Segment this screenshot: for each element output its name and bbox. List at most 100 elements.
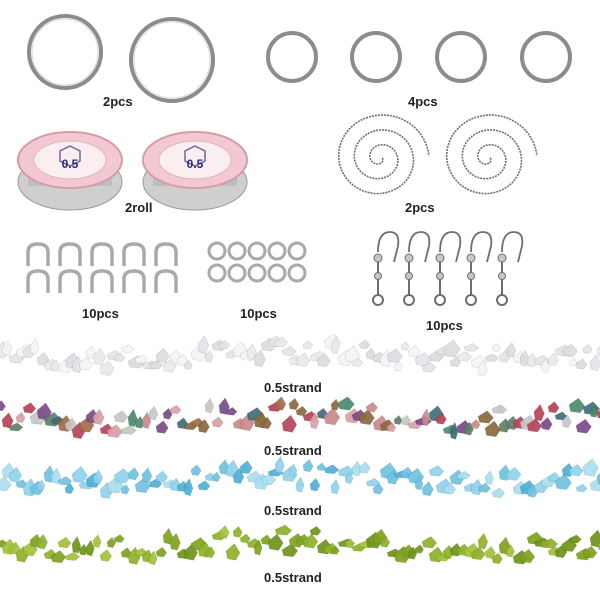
- bead-chip: [547, 352, 559, 366]
- label-wire-spools: 2roll: [125, 200, 153, 215]
- wire-spool-1: [17, 131, 123, 211]
- bead-chip: [526, 418, 543, 433]
- bead-chip: [351, 460, 362, 477]
- bead-chip: [596, 472, 600, 485]
- label-big-rings: 2pcs: [103, 94, 133, 109]
- bead-chip: [477, 359, 488, 377]
- bead-chip: [589, 406, 599, 418]
- spool-2-size: 0.5: [187, 157, 204, 171]
- bead-chip: [589, 529, 600, 548]
- bail: [154, 269, 178, 293]
- bead-chip: [78, 543, 88, 556]
- bead-chip: [281, 543, 299, 558]
- bead-chip: [78, 357, 94, 371]
- strand-mixed-gemstone: [0, 396, 600, 440]
- bead-chip: [1, 339, 13, 357]
- bead-chip: [113, 352, 126, 362]
- jump-rings: [207, 241, 307, 283]
- strand-green-chips: [0, 524, 600, 566]
- jump-ring: [247, 241, 267, 261]
- bead-chip: [407, 345, 421, 358]
- bead-chip: [29, 338, 40, 355]
- bead-chip: [106, 424, 123, 438]
- coiled-chains: [337, 114, 538, 195]
- bead-chip: [344, 470, 354, 484]
- bail: [154, 242, 178, 266]
- bead-chip: [596, 346, 600, 357]
- jump-ring: [287, 263, 307, 283]
- wire-spool-2: [142, 131, 248, 211]
- bead-chip: [204, 350, 214, 363]
- small-ring-4: [520, 31, 572, 83]
- bead-chip: [568, 464, 584, 477]
- bead-chip: [456, 351, 473, 362]
- bead-chip: [414, 544, 424, 554]
- bead-chip: [211, 416, 224, 428]
- bead-chip: [358, 339, 371, 350]
- bead-chip: [344, 538, 355, 549]
- bead-chip: [92, 348, 106, 366]
- bead-chip: [386, 348, 403, 363]
- bead-chip: [113, 410, 129, 423]
- bead-chip: [85, 539, 95, 557]
- ear-hooks: [372, 231, 524, 306]
- ear-hook: [372, 231, 400, 306]
- bead-chip: [470, 419, 481, 430]
- bead-chip: [484, 420, 501, 438]
- strand-blue-chips: [0, 455, 600, 499]
- bead-chip: [337, 465, 355, 477]
- bead-chip: [372, 483, 384, 495]
- bead-chip: [596, 541, 600, 550]
- bead-chip: [519, 548, 536, 564]
- bead-chip: [127, 467, 140, 481]
- bead-chip: [239, 460, 253, 475]
- bail: [122, 242, 146, 266]
- bead-chip: [295, 405, 308, 417]
- bead-chip: [197, 480, 211, 491]
- bead-chip: [64, 551, 81, 561]
- bead-chip: [463, 343, 480, 352]
- bead-chip: [393, 415, 403, 425]
- bead-chip: [449, 421, 459, 440]
- bead-chip: [8, 422, 24, 432]
- bead-chip: [330, 398, 340, 411]
- bead-chip: [477, 482, 492, 493]
- bead-chip: [113, 534, 125, 543]
- bead-chip: [582, 458, 599, 477]
- bead-chip: [155, 348, 170, 364]
- bead-chip: [309, 411, 320, 430]
- bead-chip: [568, 397, 586, 414]
- bead-chip: [288, 463, 298, 477]
- bead-chip: [316, 353, 331, 368]
- label-strand-green: 0.5strand: [264, 570, 322, 585]
- bead-chip: [281, 345, 297, 357]
- label-ear-hooks: 10pcs: [426, 318, 463, 333]
- bead-chip: [491, 487, 506, 499]
- bead-chip: [92, 534, 102, 549]
- bead-chip: [491, 404, 508, 414]
- small-ring-1: [266, 31, 318, 83]
- bead-chip: [407, 546, 418, 560]
- bead-chip: [183, 477, 194, 497]
- bead-chip: [575, 418, 592, 434]
- bead-chip: [169, 532, 181, 551]
- bead-chip: [526, 352, 538, 368]
- small-ring-3: [435, 31, 487, 83]
- bead-chip: [253, 538, 263, 556]
- bead-chip: [0, 400, 6, 412]
- chain-spiral-2: [445, 114, 538, 195]
- bead-chip: [386, 422, 397, 433]
- bead-chip: [421, 361, 437, 373]
- bead-chip: [540, 538, 559, 549]
- bead-chip: [435, 412, 447, 425]
- bead-chip: [393, 360, 403, 372]
- bead-chip: [155, 470, 168, 483]
- bead-chip: [540, 416, 553, 431]
- big-split-rings: [27, 14, 215, 103]
- bead-chip: [204, 397, 215, 414]
- bead-chip: [449, 356, 462, 367]
- bail: [26, 242, 50, 266]
- bead-chip: [421, 536, 438, 549]
- bead-chip: [134, 354, 148, 365]
